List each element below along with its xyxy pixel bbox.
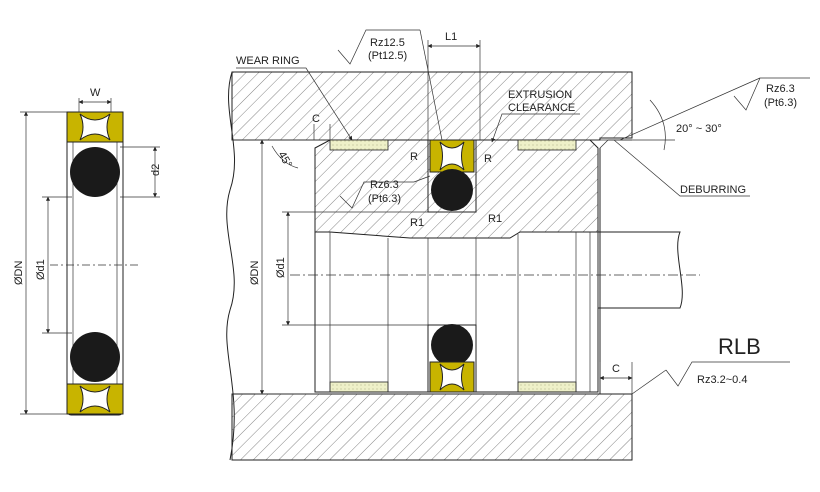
- r1-label-b: R1: [488, 213, 502, 225]
- angle-45-label: 45°: [275, 150, 294, 170]
- rz63-mid-label: Rz6.3: [370, 179, 399, 191]
- chamfer-angle-label: 20° ~ 30°: [676, 123, 722, 135]
- w-label: W: [90, 87, 101, 99]
- c-bottom-label: C: [612, 363, 620, 375]
- oring-top-front: [70, 147, 120, 197]
- piston-rod: [598, 231, 683, 309]
- d1-main-label: Ød1: [275, 257, 287, 278]
- oring-top-assembly: [431, 169, 473, 211]
- seal-groove-top: [427, 140, 477, 213]
- extrusion-label-line1: EXTRUSION: [508, 89, 572, 101]
- deburring-label: DEBURRING: [680, 184, 746, 196]
- roughness-symbol-rz32: [665, 361, 790, 387]
- dn-left-label: ØDN: [13, 261, 25, 286]
- r1-label-a: R1: [410, 217, 424, 229]
- seal-bottom-assembly-x: [439, 363, 465, 391]
- rlb-title: RLB: [718, 334, 761, 359]
- roughness-symbol-rz63-top: [733, 77, 810, 111]
- rz125-label: Rz12.5: [370, 37, 405, 49]
- assembly-cross-section: ØDN Ød1 L1 Rz12.5 (Pt12.5) WEAR RING C 4…: [226, 29, 810, 461]
- angle-45-arc: [271, 145, 299, 169]
- rz32-label: Rz3.2~0.4: [697, 374, 747, 386]
- wear-ring-bottom-right: [517, 381, 577, 393]
- roughness-symbol-rz125: [337, 29, 420, 65]
- seal-front-view: W d2 ØDN Ød1: [13, 87, 162, 416]
- rz32-leader: [631, 369, 667, 395]
- chamfer-angle-arc: [649, 99, 666, 151]
- pt63-mid-label: (Pt6.3): [368, 193, 401, 205]
- seal-top-assembly-x: [439, 141, 465, 171]
- oring-bottom-assembly: [431, 324, 473, 366]
- wear-ring-leader: [236, 67, 353, 141]
- wear-ring-top-right: [517, 139, 577, 151]
- wear-ring-top-left: [329, 139, 389, 151]
- rz63-top-label: Rz6.3: [766, 83, 795, 95]
- seal-top-x-shape: [79, 113, 111, 141]
- c-top-label: C: [312, 113, 320, 125]
- rz63-top-leader: [619, 77, 761, 141]
- deburring-leader: [613, 139, 750, 197]
- bottom-housing: [231, 393, 633, 461]
- wear-ring-label: WEAR RING: [236, 55, 300, 67]
- extrusion-label-line2: CLEARANCE: [508, 102, 575, 114]
- extrusion-leader: [491, 113, 580, 143]
- pt63-top-label: (Pt6.3): [764, 97, 797, 109]
- seal-bottom-x-shape: [79, 385, 111, 413]
- oring-bottom-front: [70, 332, 120, 382]
- dn-main-label: ØDN: [249, 261, 261, 286]
- r-label-1: R: [410, 151, 418, 163]
- wear-ring-bottom-left: [329, 381, 389, 393]
- d2-label: d2: [150, 164, 162, 176]
- l1-label: L1: [445, 31, 457, 43]
- r-label-2: R: [484, 153, 492, 165]
- d1-left-label: Ød1: [35, 259, 47, 280]
- pt125-label: (Pt12.5): [368, 50, 407, 62]
- roughness-symbol-rz63-mid: [339, 181, 414, 209]
